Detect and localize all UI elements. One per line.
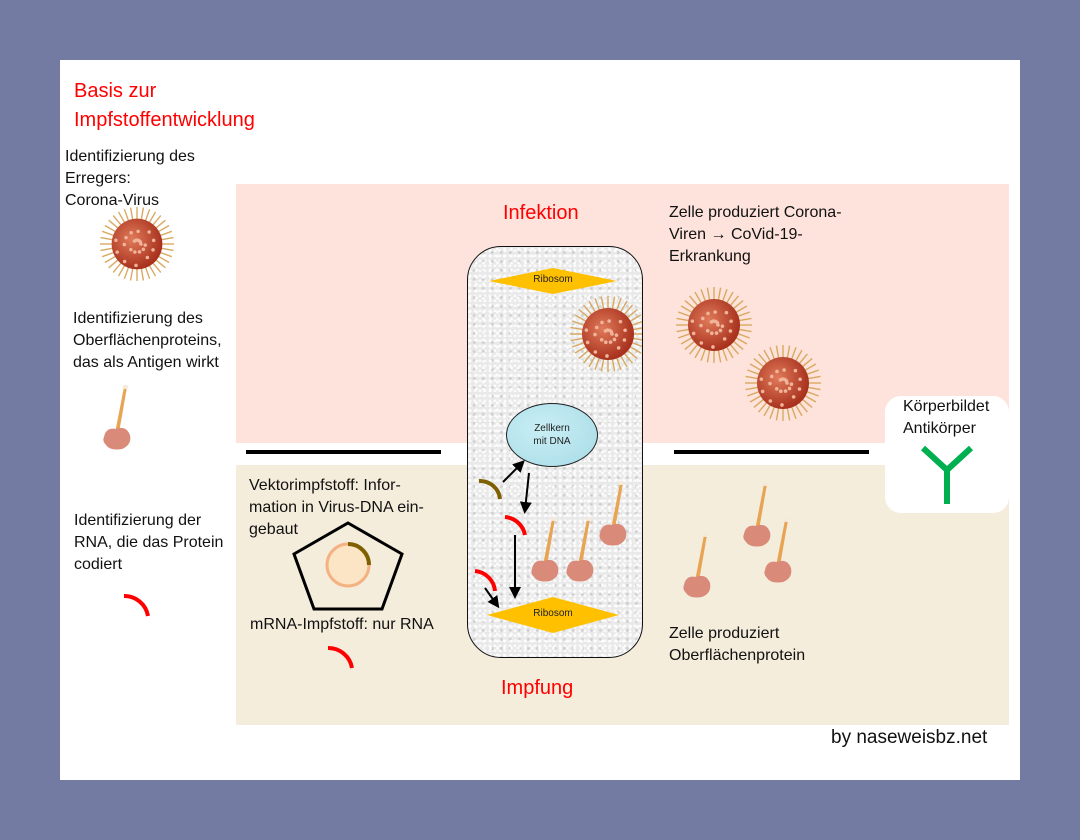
divider-right — [674, 450, 869, 454]
ribosome-top: Ribosom — [489, 268, 617, 294]
mrna-vaccine-text: mRNA-Impfstoff: nur RNA — [250, 616, 434, 633]
divider-left — [246, 450, 441, 454]
rna-strand-icon — [504, 515, 527, 536]
ribosome-bottom-label: Ribosom — [533, 608, 573, 619]
corona-virus-icon — [676, 287, 752, 363]
antibody-panel: Körperbildet Antikörper — [885, 396, 1009, 513]
spike-protein-in-cell-icon — [566, 517, 594, 582]
antibody-text: Körperbildet Antikörper — [903, 398, 990, 437]
spike-protein-icon — [764, 518, 792, 583]
step-identify-surface-protein: Identifizierung des Oberflächenproteins,… — [73, 310, 222, 371]
spike-protein-in-cell-icon — [599, 481, 627, 546]
vector-vaccine-text: Vektorimpfstoff: Infor- mation in Virus-… — [249, 477, 424, 538]
step-identify-rna: Identifizierung der RNA, die das Protein… — [74, 512, 224, 573]
page-title: Basis zur Impfstoffentwicklung — [74, 80, 255, 131]
vaccination-result-text: Zelle produziert Oberflächenprotein — [669, 625, 806, 664]
corona-virus-icon — [745, 345, 821, 421]
rna-strand-icon — [123, 593, 150, 617]
step-identify-pathogen: Identifizierung des Erregers: Corona-Vir… — [65, 148, 195, 209]
corona-virus-icon — [99, 206, 175, 282]
virus-in-cell-icon — [570, 296, 642, 372]
vaccination-label: Impfung — [501, 677, 574, 699]
dna-vector-strand-icon — [478, 478, 502, 500]
rna-strand-icon — [474, 569, 497, 592]
infection-label: Infektion — [503, 202, 579, 224]
vector-virus-icon — [292, 521, 404, 611]
mrna-strand-icon — [327, 645, 354, 669]
ribosome-bottom: Ribosom — [487, 597, 619, 633]
nucleus-label-line1: Zellkern — [534, 423, 570, 434]
cell-nucleus: Zellkern mit DNA — [506, 403, 598, 467]
ribosome-top-label: Ribosom — [533, 274, 573, 285]
spike-protein-in-cell-icon — [531, 517, 559, 582]
nucleus-label-line2: mit DNA — [533, 436, 571, 447]
credit-text: by naseweisbz.net — [831, 727, 988, 748]
spike-protein-icon — [103, 385, 131, 450]
spike-protein-icon — [683, 533, 711, 598]
pathway-arrows — [474, 460, 532, 609]
spike-protein-icon — [743, 482, 771, 547]
antibody-icon — [920, 445, 974, 504]
infection-result-text: Zelle produziert Corona- Viren → CoVid-1… — [669, 204, 842, 265]
